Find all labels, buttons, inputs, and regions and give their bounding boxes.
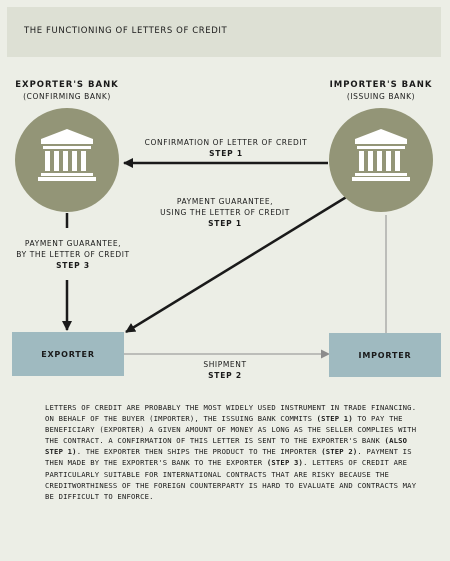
payment-guarantee-bank-line2: by the letter of credit — [16, 250, 130, 259]
payment-guarantee-lc-line2: using the letter of credit — [160, 208, 290, 217]
importer-label: Importer — [358, 350, 412, 360]
shipment-step: Step 2 — [208, 371, 242, 380]
step-reference: (step 3) — [266, 458, 304, 468]
step-reference: (also step 1) — [45, 436, 408, 457]
payment-guarantee-lc-line1: Payment guarantee, — [176, 197, 274, 206]
description-part: . Letters of credit are particularly sui… — [45, 458, 417, 501]
importers-bank-name: Importer's bank — [329, 80, 433, 90]
title-bar: The functioning of letters of credit — [7, 7, 441, 57]
exporters-bank-label: Exporter's bank (confirming bank) — [5, 80, 129, 102]
payment-guarantee-lc-step: Step 1 — [208, 219, 242, 228]
exporter-box: Exporter — [12, 332, 124, 376]
payment-guarantee-bank-label: Payment guarantee, by the letter of cred… — [0, 238, 146, 271]
description-paragraph: Letters of credit are probably the most … — [45, 402, 425, 502]
confirmation-step: Step 1 — [209, 149, 243, 158]
description-part: Letters of credit are probably the most … — [45, 403, 417, 424]
payment-guarantee-lc-label: Payment guarantee, using the letter of c… — [130, 196, 320, 229]
importers-bank-role: (issuing bank) — [346, 92, 416, 101]
confirmation-label: Confirmation of letter of credit Step 1 — [120, 137, 332, 159]
exporter-label: Exporter — [41, 349, 95, 359]
description-part: to pay the beneficiary (exporter) a give… — [45, 414, 417, 446]
description-part: . The exporter then ships the product to… — [76, 447, 322, 457]
shipment-label: Shipment Step 2 — [170, 359, 280, 381]
step-reference: (step 2) — [321, 447, 358, 457]
exporters-bank-node — [15, 108, 119, 212]
payment-guarantee-bank-line1: Payment guarantee, — [24, 239, 122, 248]
payment-guarantee-bank-step: Step 3 — [56, 261, 90, 270]
description-part: . Payment is then made by the exporter's… — [45, 447, 412, 468]
diagram-title: The functioning of letters of credit — [24, 26, 228, 36]
confirmation-text: Confirmation of letter of credit — [144, 138, 308, 147]
step-reference: (step 1) — [316, 414, 353, 424]
shipment-text: Shipment — [203, 360, 247, 369]
exporters-bank-role: (confirming bank) — [23, 92, 111, 101]
exporters-bank-name: Exporter's bank — [15, 80, 119, 90]
importers-bank-node — [329, 108, 433, 212]
importer-box: Importer — [329, 333, 441, 377]
importers-bank-label: Importer's bank (issuing bank) — [313, 80, 449, 102]
payment-guarantee-lc-arrow — [125, 194, 349, 334]
